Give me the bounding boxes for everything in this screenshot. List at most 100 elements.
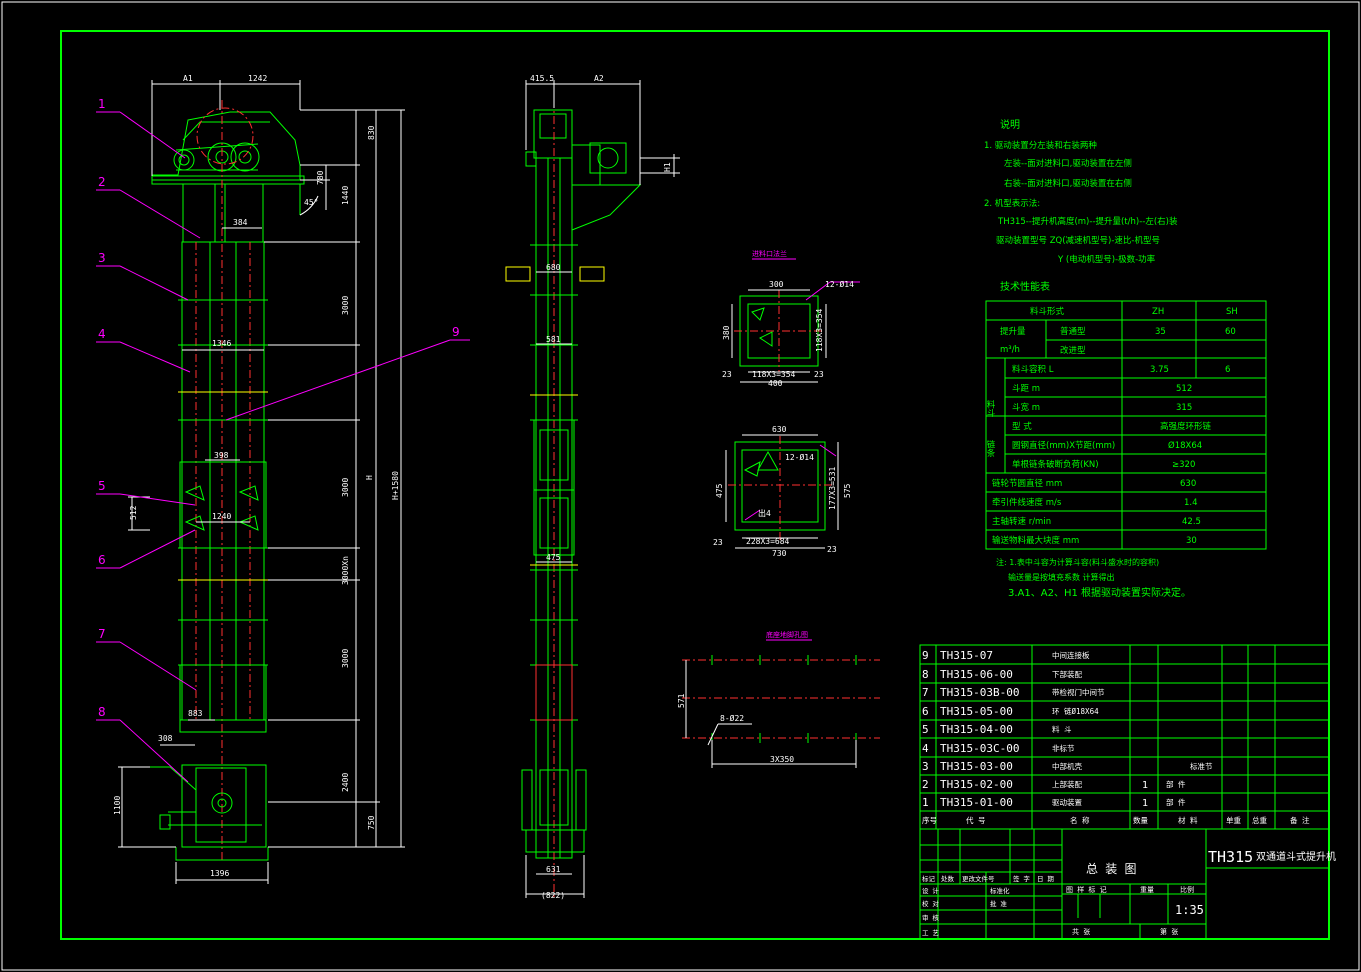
outlet-dim-177: 177X3=531 (828, 466, 837, 510)
inner-frame (60, 30, 1330, 940)
bom-no: 9 (922, 649, 929, 662)
note-line-2c: Y (电动机型号)-极数-功率 (1057, 254, 1156, 265)
bom-no: 2 (922, 778, 929, 791)
bom-name: 带检视门中间节 (1052, 687, 1105, 697)
base-hole-detail: 底座地脚孔图 571 8-Ø22 3X350 (677, 630, 880, 768)
product-name: 双通道斗式提升机 (1256, 850, 1336, 863)
perf-width-label: 斗宽 m (1012, 402, 1040, 413)
base-dim-holes: 8-Ø22 (720, 713, 744, 723)
outlet-note: 出4 (758, 508, 771, 518)
bom-no: 1 (922, 796, 929, 809)
drawing-title: 总 装 图 (1086, 862, 1136, 876)
bom-material: 部 件 (1166, 779, 1186, 789)
bom-name: 料 斗 (1052, 724, 1072, 734)
dim-h1580: H+1580 (391, 471, 400, 500)
weight-label: 重量 (1140, 886, 1154, 894)
inlet-dim-380: 380 (722, 325, 731, 340)
dim-398: 398 (214, 451, 229, 460)
inlet-dim-23: 23 (722, 370, 732, 379)
side-view (505, 100, 642, 900)
bill-of-materials: 9 TH315-07 8 TH315-06-00 7 TH315-03B-00 … (919, 644, 1330, 830)
bom-name: 上部装配 (1052, 779, 1082, 789)
note-line-1a: 左装--面对进料口,驱动装置在左侧 (1004, 158, 1132, 169)
perf-type-val: 高强度环形链 (1160, 421, 1212, 432)
label-audit: 审 核 (922, 913, 939, 922)
inlet-dim-23b: 23 (814, 370, 824, 379)
outlet-dim-228: 228X3=684 (746, 537, 790, 546)
rev-sign: 签 字 (1013, 874, 1030, 883)
front-view (150, 100, 305, 861)
perf-header-sh: SH (1226, 307, 1238, 317)
dim-750: 750 (367, 815, 376, 830)
title-block: 总 装 图 TH315 双通道斗式提升机 比例 1:35 图 样 标 记 重量 … (919, 828, 1336, 940)
dim-2400: 2400 (341, 773, 350, 792)
bom-no: 6 (922, 705, 929, 718)
bom-name: 非标节 (1052, 743, 1075, 753)
dim-1240: 1240 (212, 512, 231, 521)
bom-name: 中间连接板 (1052, 650, 1090, 660)
label-standard: 标准化 (990, 886, 1010, 895)
bom-name: 环 链Ø18X64 (1052, 706, 1099, 716)
inlet-title: 进料口法兰 (752, 249, 787, 258)
sheet-number: 第 张 (1160, 927, 1178, 936)
dim-3000-b: 3000 (341, 478, 350, 497)
bom-code: TH315-05-00 (940, 705, 1013, 718)
perf-sprocket-val: 630 (1180, 479, 1196, 489)
perf-vol-sh: 6 (1225, 365, 1230, 375)
dim-475: 475 (546, 553, 561, 562)
dim-1396: 1396 (210, 869, 229, 878)
dim-631: 631 (546, 865, 561, 874)
outlet-dim-630: 630 (772, 425, 787, 434)
bom-code: TH315-03B-00 (940, 686, 1019, 699)
scale-label: 比例 (1180, 885, 1194, 894)
bom-material: 部 件 (1166, 797, 1186, 807)
inlet-dim-400: 400 (768, 379, 783, 388)
bom-name: 下部装配 (1052, 669, 1082, 679)
callout-6: 6 (98, 553, 106, 567)
dim-415: 415.5 (530, 74, 554, 83)
perf-size-val: 30 (1186, 536, 1197, 546)
bom-header-qty: 数量 (1133, 815, 1149, 825)
dim-3000-a: 3000 (341, 296, 350, 315)
bom-header-note: 备 注 (1290, 815, 1310, 825)
label-craft: 工 艺 (922, 929, 939, 937)
dim-h: H (365, 475, 374, 480)
bom-code: TH315-07 (940, 649, 993, 662)
callout-1: 1 (98, 97, 106, 111)
label-design: 设 计 (922, 886, 939, 895)
notes: 说明 1. 驱动装置分左装和右装两种 左装--面对进料口,驱动装置在左侧 右装-… (984, 118, 1178, 293)
label-approve: 批 准 (990, 899, 1007, 908)
base-dim-571: 571 (677, 693, 686, 708)
front-view-dim-text: A1 1242 384 1346 398 1240 883 308 1396 5… (113, 74, 400, 878)
perf-cap1-sh: 60 (1225, 327, 1236, 337)
callout-3: 3 (98, 251, 106, 265)
bom-header-material: 材 料 (1178, 815, 1198, 825)
base-dim-3x350: 3X350 (770, 755, 794, 764)
perf-load-val: ≥320 (1172, 460, 1195, 470)
bom-no: 7 (922, 686, 929, 699)
rev-count: 处数 (941, 874, 955, 883)
inlet-dim-118v: 118X3=354 (815, 308, 824, 352)
label-check: 校 对 (922, 899, 939, 908)
bom-rows: 9 TH315-07 8 TH315-06-00 7 TH315-03B-00 … (922, 649, 1310, 825)
callout-5: 5 (98, 479, 106, 493)
table-note-2: 输送量是按填充系数 计算得出 (1008, 572, 1115, 582)
table-note-1: 注: 1.表中斗容为计算斗容(料斗盛水时的容积) (996, 557, 1159, 567)
notes-title: 说明 (1000, 118, 1020, 131)
bom-qty: 1 (1142, 780, 1148, 791)
callout-7: 7 (98, 627, 106, 641)
callout-8: 8 (98, 705, 106, 719)
dim-1100: 1100 (113, 796, 122, 815)
bom-note: 标准节 (1190, 761, 1213, 771)
perf-table-title: 技术性能表 (1000, 280, 1050, 293)
outlet-dim-holes: 12-Ø14 (785, 452, 814, 462)
dim-1440: 1440 (341, 186, 350, 205)
bom-code: TH315-04-00 (940, 723, 1013, 736)
part-callouts: 1 2 3 4 5 6 7 8 9 (96, 97, 470, 783)
perf-width-val: 315 (1176, 403, 1192, 413)
inlet-dim-300: 300 (769, 280, 784, 289)
bom-name: 中部机壳 (1052, 761, 1082, 771)
callout-2: 2 (98, 175, 106, 189)
perf-header-zh: ZH (1152, 307, 1164, 317)
